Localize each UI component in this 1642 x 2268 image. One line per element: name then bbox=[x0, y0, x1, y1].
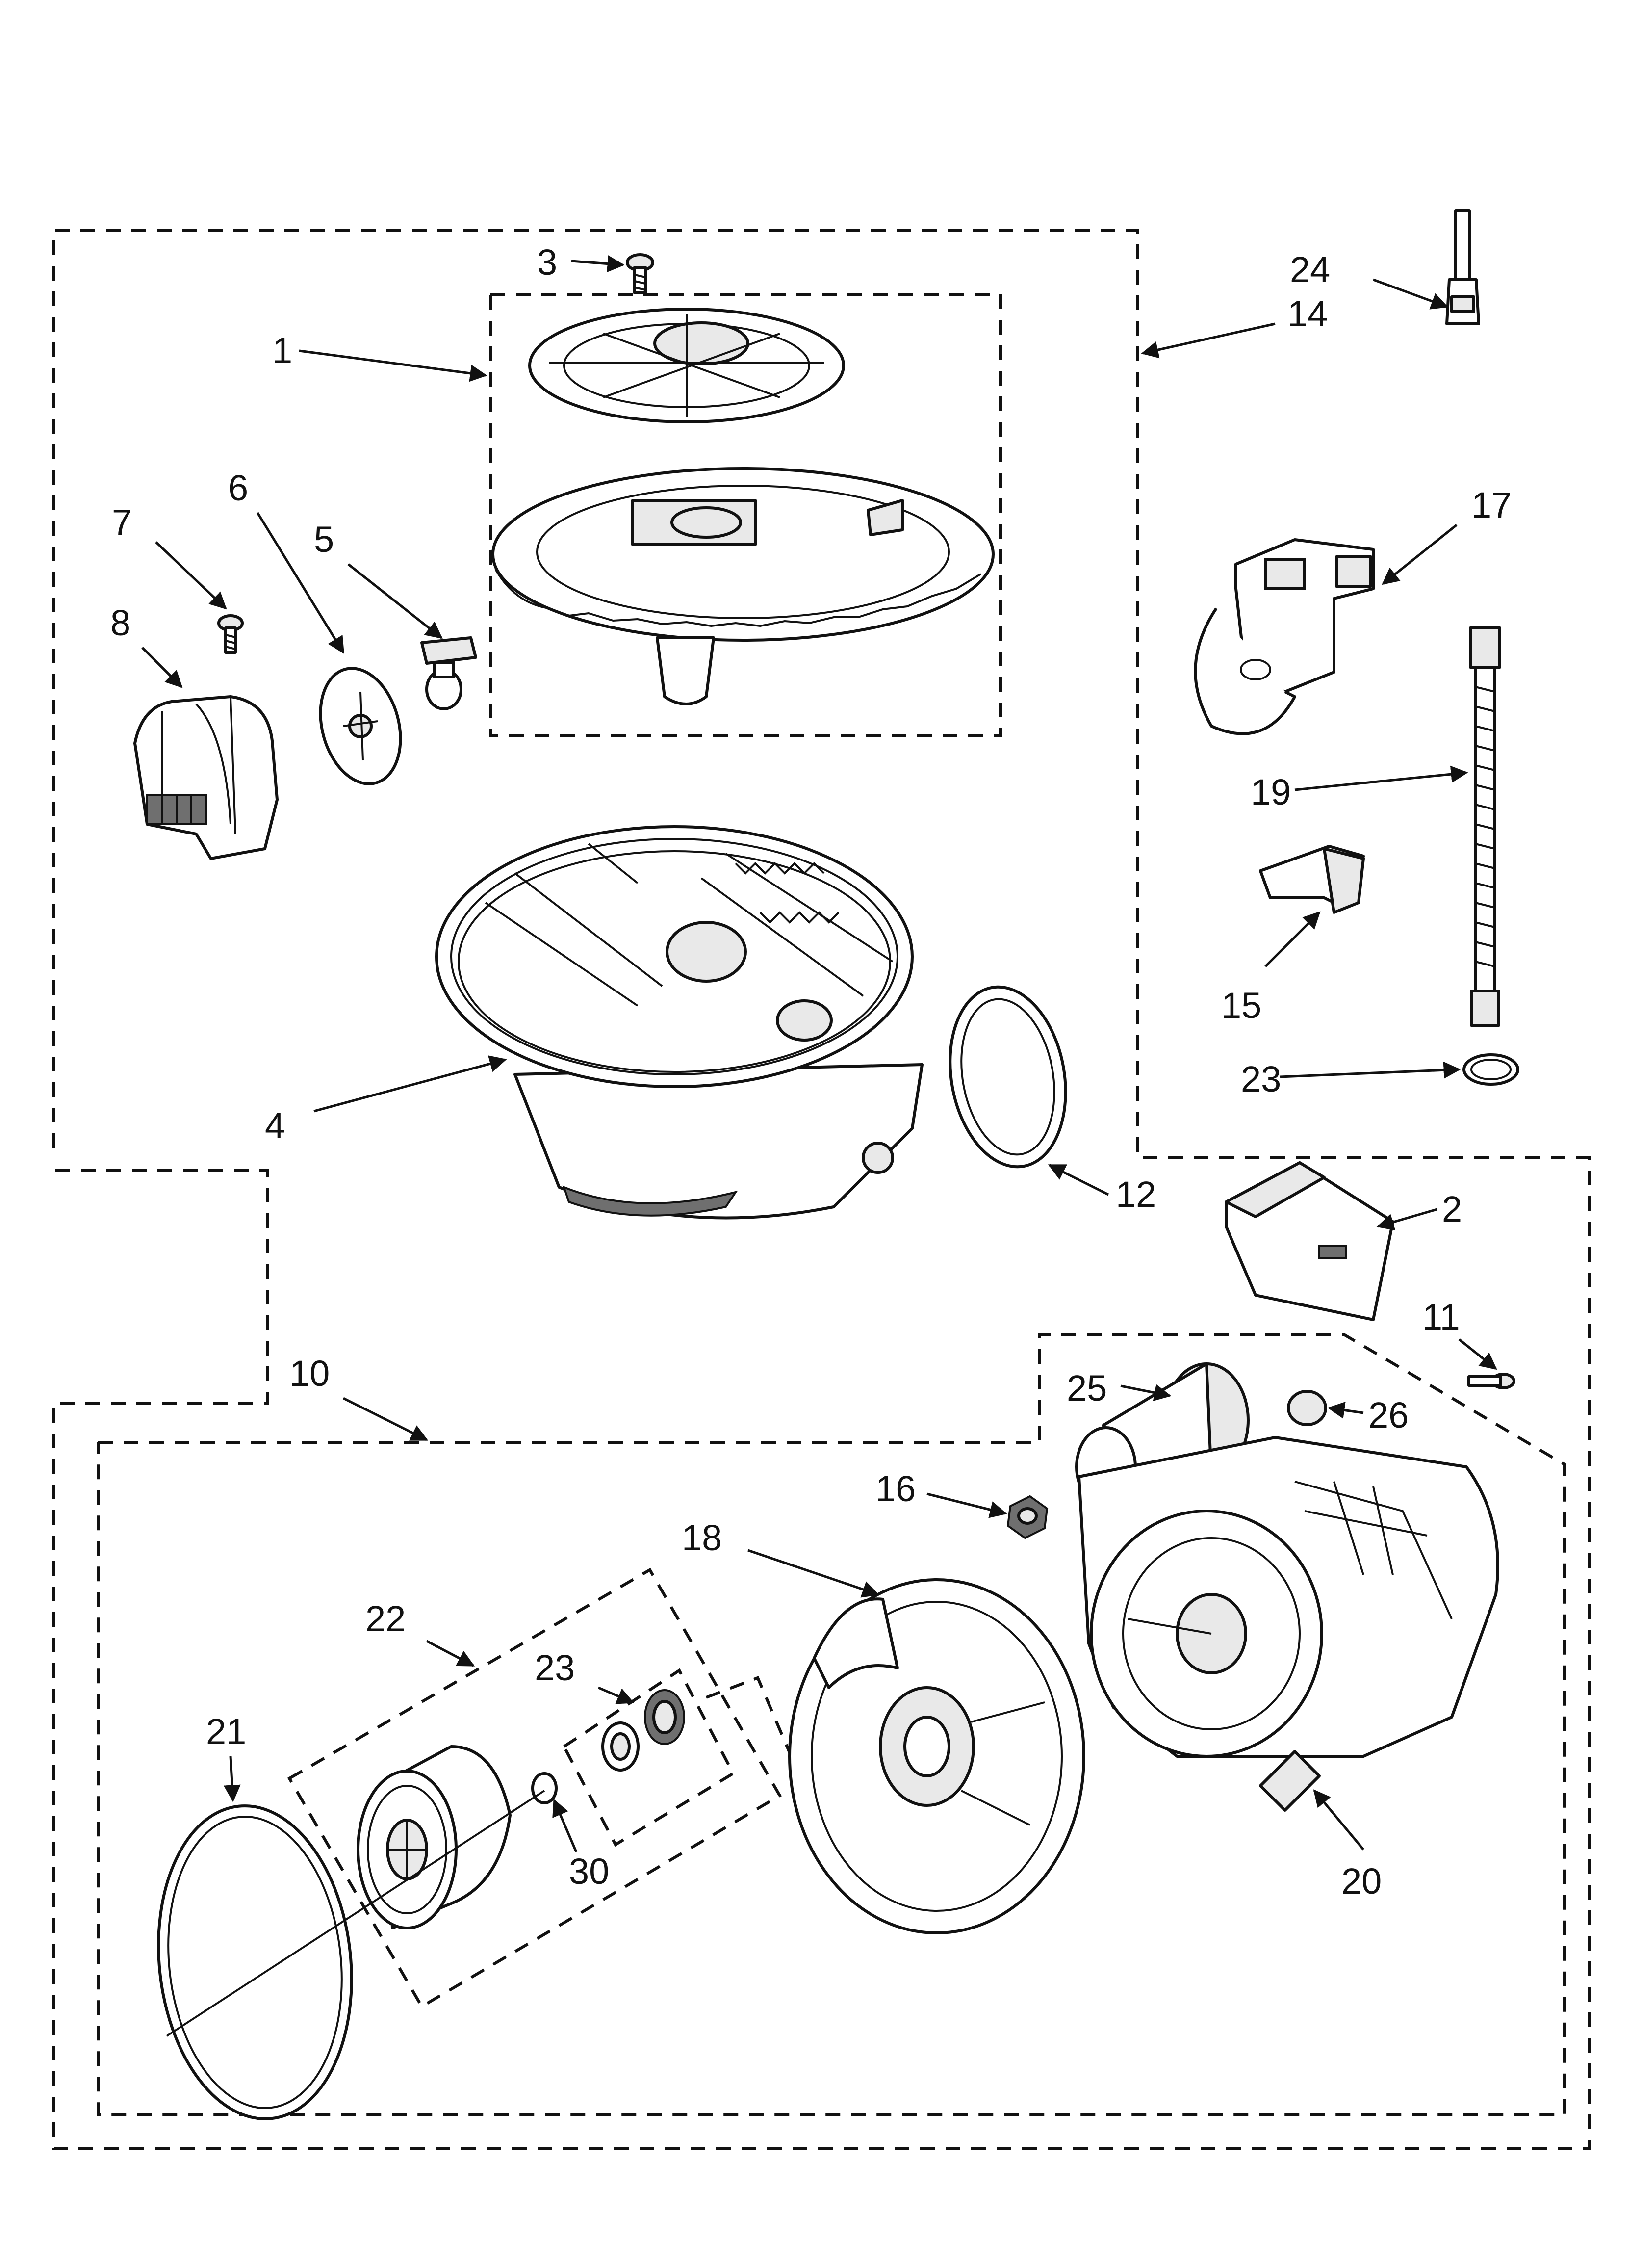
leader-21 bbox=[223, 1756, 241, 1802]
leader-26 bbox=[1120, 1384, 1172, 1401]
leader-6 bbox=[256, 512, 345, 654]
leader-7 bbox=[155, 541, 227, 610]
callout-23: 23 bbox=[535, 1647, 575, 1688]
diverter-disc-part-6 bbox=[319, 667, 402, 785]
spray-arm-assembly-boundary bbox=[489, 293, 1002, 737]
leader-8 bbox=[141, 647, 183, 688]
callout-11: 11 bbox=[1422, 1297, 1460, 1337]
callout-4: 4 bbox=[265, 1105, 285, 1146]
callout-16: 16 bbox=[875, 1468, 916, 1509]
callout-24: 23 bbox=[1241, 1059, 1281, 1099]
leader-2 bbox=[1376, 1208, 1437, 1230]
callout-labels: 3 1 6 7 5 8 4 12 24 14 17 19 15 23 2 11 … bbox=[110, 242, 1512, 1902]
leader-17 bbox=[1382, 524, 1458, 585]
callout-27: 26 bbox=[1368, 1395, 1409, 1435]
callout-14: 14 bbox=[1287, 293, 1328, 334]
cover-part-2 bbox=[1225, 1161, 1394, 1321]
callout-30: 30 bbox=[569, 1851, 609, 1892]
callout-6: 6 bbox=[228, 468, 248, 508]
callout-10: 10 bbox=[289, 1353, 330, 1394]
nut-part-16 bbox=[1006, 1495, 1049, 1539]
callout-17: 17 bbox=[1471, 485, 1512, 525]
callout-5: 5 bbox=[314, 519, 334, 560]
diverter-seal-part-5 bbox=[420, 636, 477, 710]
callout-1: 1 bbox=[272, 330, 292, 371]
callout-25: 24 bbox=[1290, 249, 1330, 290]
callout-19: 19 bbox=[1251, 772, 1291, 812]
callout-15: 15 bbox=[1221, 985, 1261, 1026]
pump-motor-part-20 bbox=[1078, 1436, 1499, 1812]
leader-16 bbox=[926, 1492, 1007, 1518]
float-part-15 bbox=[1259, 845, 1365, 914]
screw-part-7 bbox=[217, 614, 244, 654]
clamp-part-24 bbox=[1462, 1053, 1519, 1086]
screw-part-11 bbox=[1467, 1373, 1515, 1389]
pump-link-line bbox=[705, 1676, 816, 1811]
leader-5 bbox=[347, 563, 443, 639]
callout-22: 22 bbox=[365, 1598, 406, 1639]
leader-24 bbox=[1280, 1061, 1461, 1079]
leader-18 bbox=[747, 1549, 880, 1598]
sensor-probe-part-25 bbox=[1445, 209, 1480, 325]
leader-10 bbox=[342, 1397, 429, 1441]
pump-assembly-boundary bbox=[97, 1333, 1566, 2116]
leader-23 bbox=[598, 1686, 635, 1704]
leader-11 bbox=[1458, 1338, 1497, 1370]
assembly-boundaries bbox=[52, 229, 1591, 2150]
callout-7: 7 bbox=[112, 502, 132, 543]
leader-27 bbox=[1327, 1402, 1364, 1419]
callout-2: 2 bbox=[1442, 1189, 1462, 1229]
leader-lines bbox=[141, 255, 1497, 1852]
float-switch-part-17 bbox=[1194, 538, 1375, 735]
callout-20: 20 bbox=[1341, 1861, 1382, 1902]
leader-30 bbox=[552, 1799, 578, 1852]
callout-21: 21 bbox=[206, 1711, 246, 1752]
callout-3: 3 bbox=[537, 242, 557, 283]
leader-20 bbox=[1313, 1789, 1364, 1851]
washer-part-30 bbox=[531, 1772, 558, 1804]
seal-part-23 bbox=[601, 1689, 685, 1772]
impeller-part-22 bbox=[357, 1745, 512, 1929]
leader-25 bbox=[1373, 278, 1449, 310]
screw-part-3 bbox=[626, 253, 654, 294]
pump-housing-part-18 bbox=[788, 1578, 1085, 1934]
sump-gasket-part-12 bbox=[949, 985, 1067, 1169]
washer-part-27 bbox=[1287, 1390, 1327, 1426]
leader-15 bbox=[1264, 911, 1321, 967]
hose-part-19 bbox=[1469, 626, 1501, 1027]
leader-22 bbox=[426, 1640, 475, 1667]
leader-4 bbox=[313, 1055, 507, 1113]
diverter-motor-part-8 bbox=[133, 695, 279, 860]
callout-12: 12 bbox=[1116, 1174, 1156, 1215]
leader-3 bbox=[571, 255, 625, 273]
leader-19 bbox=[1294, 765, 1468, 791]
leader-14 bbox=[1141, 322, 1276, 359]
impeller-assembly-boundary bbox=[287, 1567, 782, 2009]
leader-12 bbox=[1048, 1164, 1109, 1196]
callout-8: 8 bbox=[110, 602, 130, 643]
callout-26: 25 bbox=[1067, 1368, 1107, 1408]
o-ring-part-21 bbox=[157, 1790, 545, 2120]
spray-arm-part-1 bbox=[491, 308, 995, 705]
leader-1 bbox=[299, 349, 487, 382]
callout-18: 18 bbox=[682, 1517, 722, 1558]
upper-assembly-boundary bbox=[52, 229, 1591, 2150]
sump-part-4 bbox=[435, 825, 924, 1220]
